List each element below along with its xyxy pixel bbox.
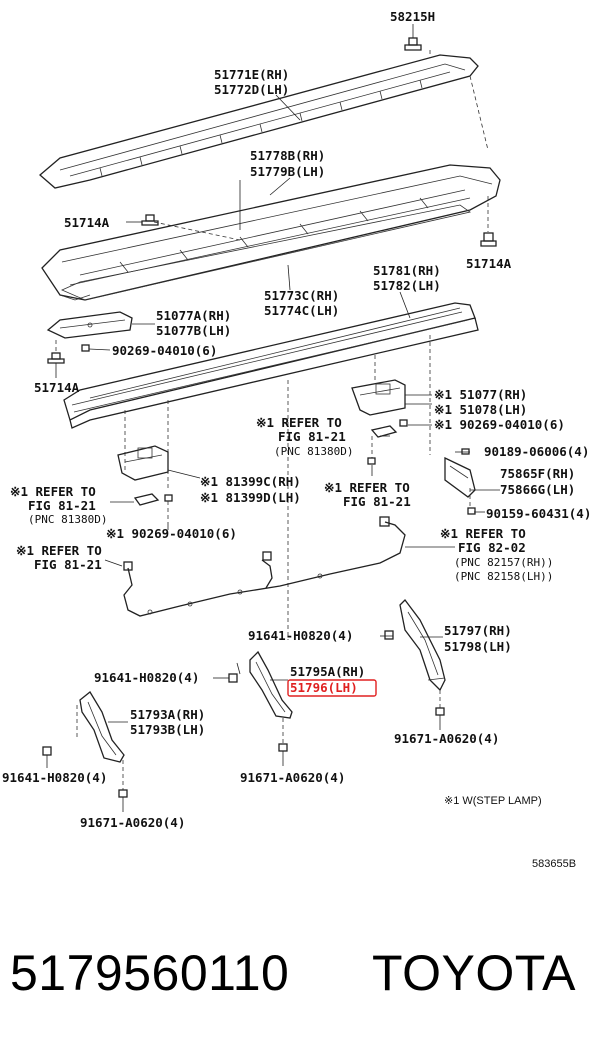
bracket-51797 (399, 599, 446, 730)
label-51779B: 51779B(LH) (250, 164, 325, 179)
label-90159: 90159-60431(4) (486, 506, 591, 521)
label-refleft-line1: ※1 REFER TO (10, 484, 96, 499)
label-51714A-right: 51714A (466, 256, 512, 271)
label-refleft2-line1: ※1 REFER TO (16, 543, 102, 558)
lamp-81380D-right (367, 425, 398, 465)
label-90269-b: ※1 90269-04010(6) (434, 417, 565, 432)
label-75865F: 75865F(RH) (500, 466, 575, 481)
label-91641-top: 91641-H0820(4) (248, 628, 353, 643)
label-90269-a: 90269-04010(6) (112, 343, 217, 358)
label-refleft2-line2: FIG 81-21 (34, 557, 102, 572)
footer: 5179560110 TOYOTA (10, 945, 576, 1001)
label-51772D: 51772D(LH) (214, 82, 289, 97)
note-step-lamp: ※1 W(STEP LAMP) (444, 795, 542, 807)
label-90189: 90189-06006(4) (484, 444, 589, 459)
label-90269-c: ※1 90269-04010(6) (106, 526, 237, 541)
bracket-51793A (76, 691, 128, 812)
label-51714A-left: 51714A (64, 215, 110, 230)
label-ref8202-line2: FIG 82-02 (458, 540, 526, 555)
lamp-cover-75865F (444, 448, 476, 515)
bolt-90269-c (164, 494, 173, 522)
label-81399D: ※1 81399D(LH) (200, 490, 301, 505)
label-ref8121-right-line2: FIG 81-21 (343, 494, 411, 509)
bracket-51077A (46, 311, 133, 353)
label-ref8202-line4: (PNC 82158(LH)) (454, 570, 553, 583)
lamp-81380D-left (110, 493, 160, 506)
label-51797: 51797(RH) (444, 623, 512, 638)
label-51781: 51781(RH) (373, 263, 441, 278)
label-ref81380-line1: ※1 REFER TO (256, 415, 342, 430)
highlight-box-51796 (287, 679, 377, 697)
labels: 58215H 51771E(RH) 51772D(LH) 51778B(RH) … (2, 9, 591, 870)
label-51773C: 51773C(RH) (264, 288, 339, 303)
bolt-91641-bottom (42, 746, 52, 768)
bracket-51795A (249, 650, 293, 766)
bolt-90269-a (81, 344, 111, 352)
label-91671-bottom: 91671-A0620(4) (80, 815, 185, 830)
leader-lines (104, 94, 500, 723)
label-91641-bottom: 91641-H0820(4) (2, 770, 107, 785)
lower-step (61, 204, 471, 301)
bolt-90269-b (399, 419, 408, 427)
lamp-bracket-51077 (351, 379, 432, 416)
clip-58215H (404, 24, 422, 51)
label-51793A: 51793A(RH) (130, 707, 205, 722)
label-51796-highlighted: 51796(LH) (290, 680, 358, 695)
label-51782: 51782(LH) (373, 278, 441, 293)
label-51771E: 51771E(RH) (214, 67, 289, 82)
label-51078: ※1 51078(LH) (434, 402, 527, 417)
label-ref8121-right-line1: ※1 REFER TO (324, 480, 410, 495)
bolt-51714A-left (141, 214, 241, 241)
footer-brand: TOYOTA (372, 945, 576, 1001)
label-refleft-line2: FIG 81-21 (28, 498, 96, 513)
bolt-51714A-lower (47, 352, 65, 378)
label-75866G: 75866G(LH) (500, 482, 575, 497)
label-51077B: 51077B(LH) (156, 323, 231, 338)
footer-part-number: 5179560110 (10, 945, 289, 1001)
label-51793B: 51793B(LH) (130, 722, 205, 737)
label-ref8202-line1: ※1 REFER TO (440, 526, 526, 541)
lamp-bracket-81399C (117, 445, 201, 481)
label-91641-mid: 91641-H0820(4) (94, 670, 199, 685)
label-51795A: 51795A(RH) (290, 664, 365, 679)
label-ref81380-line3: (PNC 81380D) (274, 445, 353, 458)
upper-moulding (39, 50, 489, 189)
label-81399C: ※1 81399C(RH) (200, 474, 301, 489)
label-51798: 51798(LH) (444, 639, 512, 654)
label-ref81380-line2: FIG 81-21 (278, 429, 346, 444)
wire-harness (123, 516, 455, 617)
label-51714A-lower: 51714A (34, 380, 80, 395)
label-51774C: 51774C(LH) (264, 303, 339, 318)
bolt-91641-mid (228, 662, 241, 683)
label-91671-mid: 91671-A0620(4) (240, 770, 345, 785)
step-panel (41, 164, 501, 301)
label-91671-right: 91671-A0620(4) (394, 731, 499, 746)
bolt-51714A-right (480, 232, 497, 247)
label-51077A: 51077A(RH) (156, 308, 231, 323)
label-58215H: 58215H (390, 9, 435, 24)
label-51077: ※1 51077(RH) (434, 387, 527, 402)
label-ref8202-line3: (PNC 82157(RH)) (454, 556, 553, 569)
bolt-91641-top (384, 630, 394, 640)
label-51778B: 51778B(RH) (250, 148, 325, 163)
diagram-id: 583655B (532, 858, 576, 870)
label-refleft-line3: (PNC 81380D) (28, 513, 107, 526)
